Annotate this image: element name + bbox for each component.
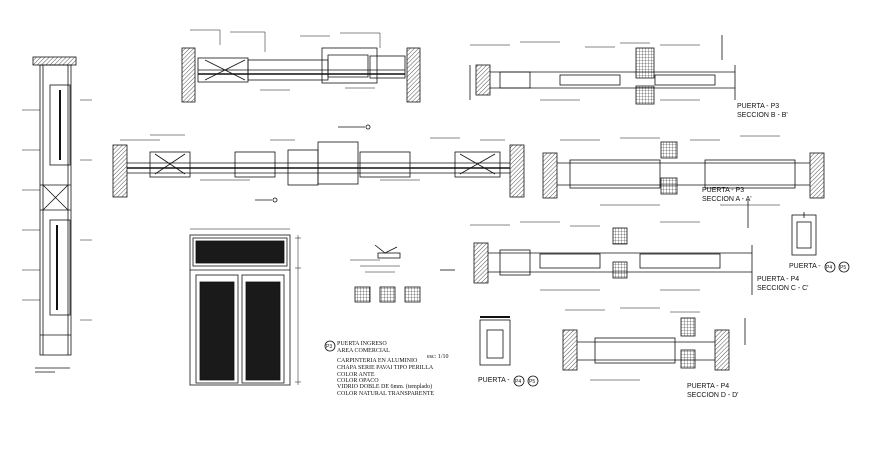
spec-line: VIDRIO DOBLE DE 6mm. (templado) [337, 384, 433, 390]
spec-line: COLOR NATURAL TRANSPARENTE [337, 391, 435, 397]
spec-line: CARPINTERIA EN ALUMINIO [337, 358, 418, 364]
top-door-plan [181, 29, 421, 103]
entry-door-scale: esc: 1/10 [427, 354, 449, 360]
section-dd-subtitle: SECCION D - D' [687, 392, 739, 399]
entry-door-elevation [189, 228, 301, 386]
section-bb-subtitle: SECCION B - B' [737, 112, 788, 119]
door-tag-bottom-prefix: PUERTA - [478, 377, 510, 384]
detail-symbols [350, 244, 455, 303]
door-tag-right-1: P4 [826, 265, 833, 271]
spec-line: CHAPA SERIE PAVAI TIPO PERILLA [337, 365, 434, 371]
door-tag-bottom-1: P4 [515, 379, 522, 385]
section-bb-title: PUERTA - P3 [737, 103, 780, 110]
spec-line: COLOR OPACO [337, 378, 379, 384]
section-cc-title: PUERTA - P4 [757, 276, 800, 283]
door-tag-right-prefix: PUERTA - [789, 263, 821, 270]
section-aa-title: PUERTA - P3 [702, 187, 745, 194]
profile-detail-p4-bottom [479, 316, 511, 366]
entry-door-title-1: PUERTA INGRESO [337, 341, 387, 347]
spec-line: COLOR ANTE [337, 372, 375, 378]
entry-door-title-2: AREA COMERCIAL [337, 348, 390, 354]
section-aa-subtitle: SECCION A - A' [702, 196, 752, 203]
section-c-c [470, 221, 753, 295]
door-tag-right-2: P5 [840, 265, 847, 271]
vertical-section-left [22, 56, 92, 373]
section-dd-title: PUERTA - P4 [687, 383, 730, 390]
entry-door-tag: P3 [326, 344, 333, 350]
section-b-b [469, 35, 736, 105]
profile-detail-p4-right [791, 212, 817, 256]
section-a-a [542, 135, 825, 228]
door-tag-bottom-2: P5 [529, 379, 536, 385]
section-cc-subtitle: SECCION C - C' [757, 285, 809, 292]
section-d-d [562, 307, 746, 381]
middle-door-plan [112, 124, 525, 203]
entry-door-tag-circle [324, 340, 336, 352]
